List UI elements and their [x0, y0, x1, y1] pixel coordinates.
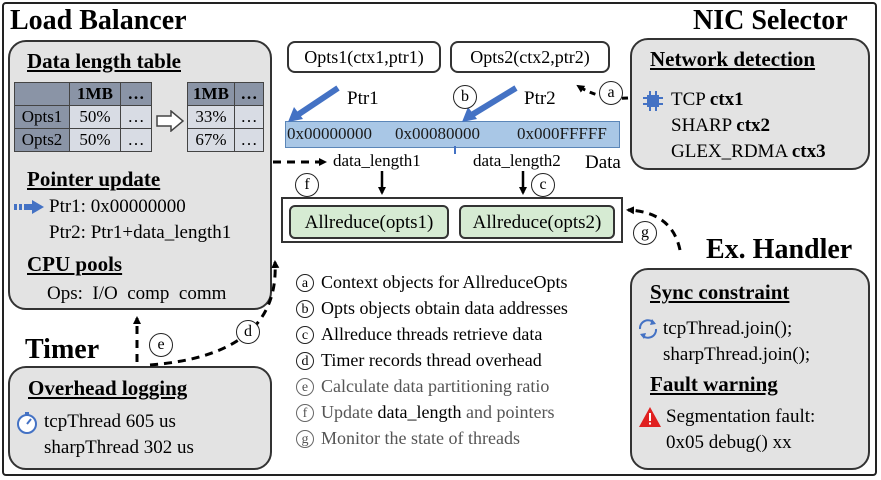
fault-warning-title: Fault warning: [650, 372, 778, 396]
opts1-box: Opts1(ctx1,ptr1): [287, 41, 441, 73]
nic-row-sharp: SHARP ctx2: [671, 115, 770, 137]
allreduce-opts2-box: Allreduce(opts2): [459, 205, 615, 239]
table-cell: 50%: [69, 128, 121, 152]
ptr2-line: Ptr2: Ptr1+data_length1: [49, 222, 232, 243]
sync-constraint-title: Sync constraint: [650, 280, 790, 304]
address-mid: 0x00080000: [395, 124, 480, 143]
sync-line-tcp: tcpThread.join();: [663, 318, 793, 339]
ptr2-label: Ptr2: [524, 88, 556, 109]
nic-selector-title: NIC Selector: [693, 5, 848, 36]
table-cell: 50%: [69, 105, 121, 129]
load-balancer-title: Load Balancer: [10, 5, 187, 36]
nic-name: GLEX_RDMA: [671, 141, 792, 162]
address-end: 0x000FFFFF: [517, 124, 607, 143]
table-header-cell: …: [120, 82, 152, 106]
nic-name: SHARP: [671, 115, 737, 136]
timer-panel: Overhead logging tcpThread 605 us sharpT…: [8, 366, 272, 470]
ex-handler-title: Ex. Handler: [706, 234, 853, 265]
fault-line-2: 0x05 debug() xx: [666, 432, 792, 453]
table-cell: …: [120, 105, 152, 129]
mark-g: g: [633, 221, 657, 245]
load-balancer-panel: Data length table 1MB … Opts1 50% … Opts…: [8, 40, 272, 310]
table-corner: [14, 82, 70, 106]
nic-ctx: ctx2: [736, 115, 771, 136]
table-cell: 33%: [187, 105, 235, 129]
mark-d: d: [236, 320, 260, 344]
overhead-logging-title: Overhead logging: [28, 376, 188, 400]
ptr1-line: Ptr1: 0x00000000: [49, 196, 186, 217]
mark-b: b: [453, 85, 477, 109]
table-header-cell: …: [234, 82, 264, 106]
nic-name: TCP: [671, 89, 710, 110]
nic-ctx: ctx3: [791, 141, 826, 162]
network-detection-title: Network detection: [650, 47, 816, 71]
nic-row-glex: GLEX_RDMA ctx3: [671, 141, 826, 163]
timer-title: Timer: [25, 334, 100, 365]
cpu-ops-line: Ops: I/O comp comm: [47, 283, 227, 304]
table-cell: 67%: [187, 128, 235, 152]
table-row-label: Opts1: [14, 105, 70, 129]
nic-row-tcp: TCP ctx1: [671, 89, 744, 111]
pointer-update-title: Pointer update: [27, 167, 161, 191]
table-cell: …: [120, 128, 152, 152]
data-address-bar: [285, 121, 620, 148]
cpu-pools-title: CPU pools: [27, 252, 123, 276]
ptr1-label: Ptr1: [347, 88, 379, 109]
table-header-cell: 1MB: [69, 82, 121, 106]
nic-selector-panel: Network detection TCP ctx1 SHARP ctx2 GL…: [630, 38, 870, 170]
table-cell: …: [234, 105, 264, 129]
mark-a: a: [599, 81, 623, 105]
mark-f: f: [295, 173, 319, 197]
mark-e: e: [149, 333, 173, 357]
ex-handler-panel: Sync constraint tcpThread.join(); sharpT…: [630, 268, 870, 470]
mark-c: c: [531, 173, 555, 197]
address-start: 0x00000000: [287, 124, 372, 143]
table-row-label: Opts2: [14, 128, 70, 152]
warning-icon: [639, 407, 661, 427]
data-length-table-left: 1MB … Opts1 50% … Opts2 50% …: [14, 82, 152, 152]
table-transform-arrow-icon: [156, 110, 184, 132]
data-length2-label: data_length2: [473, 151, 561, 170]
table-cell: …: [234, 128, 264, 152]
allreduce-opts1-box: Allreduce(opts1): [289, 205, 449, 239]
chip-icon: [643, 91, 663, 111]
overhead-line-sharp: sharpThread 302 us: [44, 437, 194, 458]
data-length-table-title: Data length table: [27, 49, 181, 73]
overhead-line-tcp: tcpThread 605 us: [44, 411, 176, 432]
data-length1-label: data_length1: [333, 151, 421, 170]
allreduce-container: [281, 197, 623, 243]
table-header-cell: 1MB: [187, 82, 235, 106]
sync-icon: [638, 319, 658, 339]
sync-line-sharp: sharpThread.join();: [663, 344, 811, 365]
data-length-table-right: 1MB … 33% … 67% …: [187, 82, 264, 152]
data-label: Data: [585, 152, 621, 173]
opts2-box: Opts2(ctx2,ptr2): [450, 41, 610, 73]
fault-line-1: Segmentation fault:: [666, 406, 816, 427]
stopwatch-icon: [17, 412, 37, 434]
pointer-arrow-icon: [14, 200, 44, 214]
nic-ctx: ctx1: [709, 89, 744, 110]
